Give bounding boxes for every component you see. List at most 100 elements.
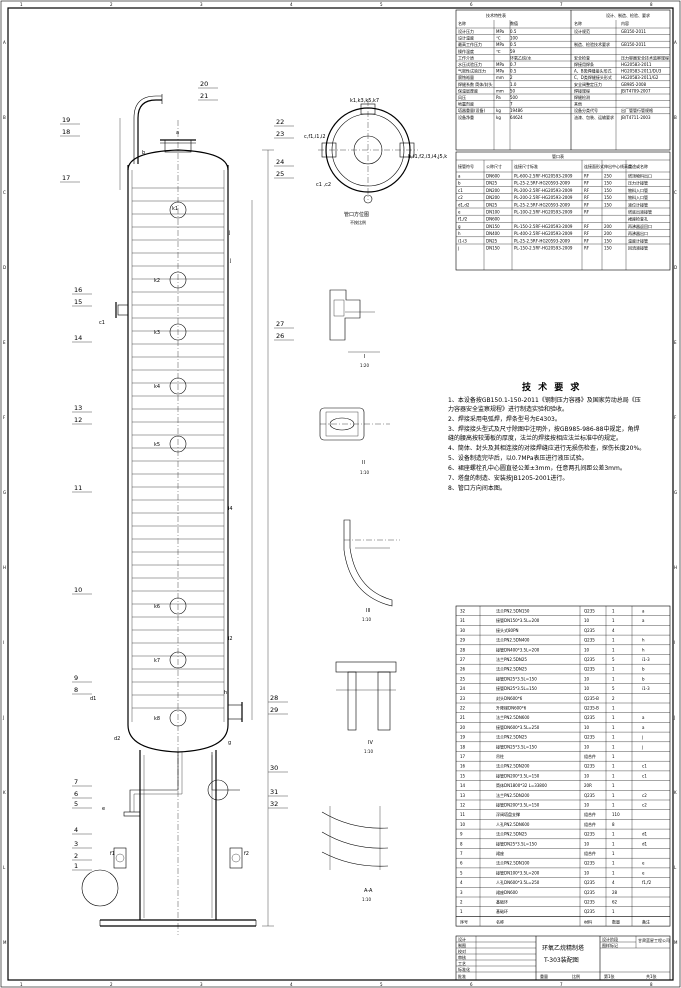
part-cell: 29 bbox=[460, 638, 466, 643]
spec-cell: 0.7 bbox=[510, 62, 517, 67]
part-cell: 31 bbox=[460, 618, 466, 623]
tb-label-standard: 标准化 bbox=[458, 966, 470, 972]
part-cell: 1 bbox=[612, 706, 615, 711]
nozzle-cell: 回流液接管 bbox=[628, 245, 648, 251]
nozzle-g bbox=[211, 752, 240, 791]
top-view-side-marks: c,f1,i1,i2 bbox=[304, 134, 326, 140]
nozzle-cell: 150 bbox=[604, 202, 612, 207]
zone-left-B: B bbox=[3, 115, 6, 120]
part-cell: 接管DN600*3.5L=250 bbox=[496, 724, 540, 730]
tray-label-k2: k2 bbox=[154, 278, 160, 284]
spec-cell: mm bbox=[496, 75, 504, 80]
zone-top-1: 1 bbox=[20, 2, 23, 7]
part-cell: Q235 bbox=[584, 735, 595, 740]
part-cell: Q235-B bbox=[584, 696, 599, 701]
part-cell: 1 bbox=[612, 609, 615, 614]
part-cell: 110 bbox=[612, 812, 620, 817]
nozzle-cell: 150 bbox=[604, 195, 612, 200]
spec-cell: JB/T4711-2003 bbox=[620, 115, 651, 120]
skirt-opening-f1 bbox=[113, 847, 127, 869]
parts-col-head: 序号 bbox=[460, 918, 468, 924]
balloon-32: 32 bbox=[270, 800, 278, 808]
nozzle-cell: 150 bbox=[604, 246, 612, 251]
spec-cell: A、B类焊缝接头形式 bbox=[574, 68, 611, 74]
spec-cell: 制造、检验技术要求 bbox=[574, 41, 610, 47]
detail-A-A: A-A 1:10 bbox=[321, 806, 389, 902]
tb-mark: 图样标记 bbox=[602, 942, 618, 948]
part-cell: 1 bbox=[612, 851, 615, 856]
spec-cell: 风压 bbox=[458, 95, 466, 100]
part-cell: 1 bbox=[460, 909, 463, 914]
part-cell: 筒体DN1800*32 L=33800 bbox=[496, 782, 547, 788]
balloon-6: 6 bbox=[74, 790, 78, 798]
zone-bottom-2: 2 bbox=[110, 982, 113, 987]
part-cell: 法兰PN2.5DN150 bbox=[496, 608, 530, 614]
balloon-20: 20 bbox=[200, 80, 208, 88]
part-cell: 25 bbox=[460, 676, 466, 681]
part-cell: 裙座 bbox=[496, 850, 504, 856]
tech-req-line-5: 缝的腰高按较薄板的厚度，法兰的焊接按相应法兰标准中的规定。 bbox=[448, 434, 622, 442]
part-cell: 1 bbox=[612, 793, 615, 798]
label-b: b bbox=[142, 150, 145, 156]
part-cell: 10 bbox=[584, 618, 590, 623]
detail-III: III 1:10 bbox=[343, 519, 400, 622]
part-cell: Q235 bbox=[584, 880, 595, 885]
nozzle-cell: g bbox=[458, 224, 461, 229]
manholes bbox=[169, 201, 187, 727]
part-cell: 10 bbox=[584, 803, 590, 808]
tray-label-k4: k4 bbox=[154, 384, 160, 390]
nozzle-cell: RF bbox=[584, 188, 590, 193]
spec-cell: 焊缝系数 筒体/封头 bbox=[458, 81, 493, 87]
zone-right-J: J bbox=[673, 715, 675, 720]
zone-right-H: H bbox=[674, 565, 677, 570]
part-cell: b bbox=[642, 667, 645, 672]
tech-req-line-7: 5、设备制造完毕后，以0.7MPa表压进行液压试验。 bbox=[448, 454, 588, 462]
balloon-4: 4 bbox=[74, 826, 78, 834]
part-cell: 法兰PN2.5DN25 bbox=[496, 656, 527, 662]
part-cell: 1 bbox=[612, 832, 615, 837]
part-cell: f1,f2 bbox=[642, 880, 652, 885]
part-cell: 浮阀塔盘支撑 bbox=[496, 811, 520, 817]
part-cell: 19 bbox=[460, 735, 466, 740]
zone-top-2: 2 bbox=[110, 2, 113, 7]
spec-header: 技术特性表 bbox=[486, 12, 506, 18]
skirt-opening-f2 bbox=[229, 847, 243, 869]
balloon-13: 13 bbox=[74, 404, 82, 412]
manhole-icon bbox=[169, 709, 187, 727]
top-view-title: 管口方位图 bbox=[344, 211, 369, 218]
part-cell: 4 bbox=[460, 880, 463, 885]
part-cell: 9 bbox=[460, 832, 463, 837]
tb-weight: 重量 bbox=[540, 973, 548, 979]
zone-right-K: K bbox=[674, 790, 677, 795]
nozzle-cell: 200 bbox=[604, 231, 612, 236]
zone-top-4: 4 bbox=[290, 2, 293, 7]
part-cell: 人孔PN2.5DN600 bbox=[496, 821, 530, 827]
part-cell: e bbox=[642, 870, 645, 875]
part-cell: 接管DN200*3.5L=150 bbox=[496, 802, 540, 808]
spec-cell: 操作温度 bbox=[458, 48, 474, 54]
top-view-subtitle: 不按比例 bbox=[350, 219, 366, 225]
part-cell: Q235 bbox=[584, 657, 595, 662]
balloon-25: 25 bbox=[276, 170, 284, 178]
part-cell: c1 bbox=[642, 773, 647, 778]
balloon-28: 28 bbox=[270, 694, 278, 702]
nozzle-cell: b bbox=[458, 181, 461, 186]
spec-cell: 7 bbox=[510, 102, 513, 107]
nozzle-cell: DN150 bbox=[486, 224, 500, 229]
part-cell: 基础环 bbox=[496, 908, 508, 914]
tray-label-k5: k5 bbox=[154, 442, 160, 448]
label-f1: f1 bbox=[110, 851, 115, 857]
nozzle-cell: f1,f2 bbox=[458, 217, 468, 222]
part-cell: 接管DN200*3.5L=150 bbox=[496, 772, 540, 778]
drawing-title: 环氧乙烷精制塔 bbox=[542, 944, 584, 952]
part-cell: 组合件 bbox=[584, 753, 596, 759]
part-cell: 27 bbox=[460, 657, 466, 662]
label-d2: d2 bbox=[114, 736, 120, 742]
part-cell: 1 bbox=[612, 783, 615, 788]
part-cell: 20R bbox=[584, 783, 592, 788]
zone-top-8: 8 bbox=[650, 2, 653, 7]
part-cell: c2 bbox=[642, 793, 647, 798]
zone-right-B: B bbox=[674, 115, 677, 120]
tech-req-line-4: 3、焊接接头型式及尺寸除图中注明外，按GB985-986-88中规定，角焊 bbox=[448, 425, 639, 433]
